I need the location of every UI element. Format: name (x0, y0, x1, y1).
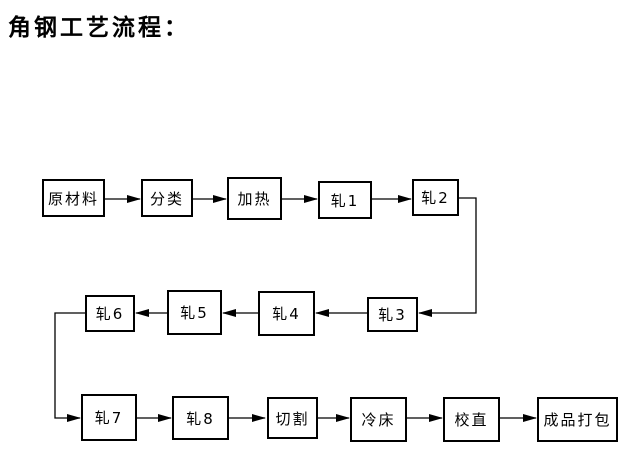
flow-node-packing: 成品打包 (537, 397, 618, 442)
flow-node-label: 轧1 (330, 191, 360, 210)
flow-node-label: 轧8 (186, 409, 215, 428)
flow-node-label: 加热 (237, 190, 272, 208)
flow-node-label: 轧5 (180, 304, 209, 322)
flow-node-label: 轧6 (95, 305, 125, 323)
flow-node-mill-8: 轧8 (172, 396, 229, 440)
flow-node-label: 冷床 (361, 411, 396, 429)
flow-node-raw-material: 原材料 (42, 179, 105, 217)
flow-node-label: 轧3 (378, 306, 407, 324)
flow-node-label: 轧2 (421, 189, 450, 207)
flow-node-classify: 分类 (141, 179, 193, 217)
flow-node-cooling-bed: 冷床 (350, 397, 407, 442)
flow-node-mill-7: 轧7 (81, 394, 137, 441)
flow-node-straightening: 校直 (443, 397, 500, 442)
flow-node-label: 原材料 (47, 189, 99, 208)
flow-node-label: 分类 (149, 189, 184, 208)
flow-node-label: 轧4 (272, 305, 301, 323)
flow-node-mill-1: 轧1 (318, 181, 372, 219)
flow-node-mill-6: 轧6 (85, 295, 135, 332)
flow-node-label: 切割 (275, 409, 310, 428)
flow-node-label: 轧7 (94, 409, 124, 427)
flow-edge-mill-2-to-mill-3 (418, 197, 477, 317)
flow-node-label: 校直 (454, 411, 489, 429)
flow-node-mill-5: 轧5 (167, 290, 222, 335)
flow-node-cutting: 切割 (267, 397, 318, 439)
flow-node-mill-3: 轧3 (367, 297, 418, 332)
flow-node-label: 成品打包 (543, 411, 612, 429)
flow-node-mill-2: 轧2 (412, 179, 459, 216)
flow-edge-mill-6-to-mill-7 (54, 312, 85, 422)
flow-node-mill-4: 轧4 (258, 291, 315, 336)
page-title: 角钢工艺流程： (8, 15, 190, 41)
flow-node-heating: 加热 (227, 177, 282, 220)
